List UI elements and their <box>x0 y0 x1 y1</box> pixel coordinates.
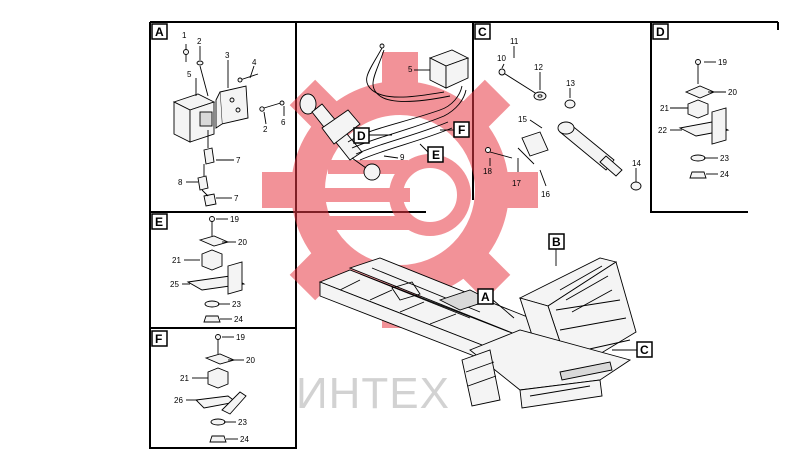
section-label-e: E <box>155 215 163 229</box>
svg-text:21: 21 <box>172 256 181 265</box>
panel-e: E 19 20 21 25 23 24 <box>151 213 247 324</box>
svg-text:24: 24 <box>240 435 249 444</box>
svg-text:19: 19 <box>236 333 245 342</box>
callout-c: C <box>640 343 649 357</box>
svg-text:3: 3 <box>225 51 230 60</box>
svg-text:13: 13 <box>566 79 575 88</box>
panel-a: A 1 2 3 4 5 <box>151 23 286 207</box>
section-label-a: A <box>155 25 164 39</box>
svg-text:16: 16 <box>541 190 550 199</box>
svg-text:11: 11 <box>510 37 519 46</box>
svg-text:24: 24 <box>720 170 729 179</box>
svg-text:19: 19 <box>230 215 239 224</box>
section-label-c: C <box>478 25 487 39</box>
svg-text:24: 24 <box>234 315 243 324</box>
panel-b-hoses: 5 9 D F E <box>299 43 470 181</box>
svg-text:22: 22 <box>658 126 667 135</box>
svg-text:9: 9 <box>400 153 405 162</box>
section-label-d: D <box>656 25 665 39</box>
svg-text:21: 21 <box>660 104 669 113</box>
svg-text:15: 15 <box>518 115 527 124</box>
svg-text:12: 12 <box>534 63 543 72</box>
svg-text:2: 2 <box>197 37 202 46</box>
svg-text:14: 14 <box>632 159 641 168</box>
svg-text:19: 19 <box>718 58 727 67</box>
panel-f: F 19 20 21 26 23 24 <box>151 330 255 444</box>
svg-text:20: 20 <box>728 88 737 97</box>
svg-text:5: 5 <box>408 65 413 74</box>
callout-e: E <box>432 148 440 162</box>
svg-text:7: 7 <box>234 194 239 203</box>
overview-machine: A B C <box>318 233 653 409</box>
callout-d: D <box>357 129 366 143</box>
svg-text:20: 20 <box>246 356 255 365</box>
callout-f: F <box>458 123 465 137</box>
svg-text:23: 23 <box>232 300 241 309</box>
svg-text:2: 2 <box>263 125 268 134</box>
svg-text:23: 23 <box>238 418 247 427</box>
svg-text:18: 18 <box>483 167 492 176</box>
svg-text:10: 10 <box>497 54 506 63</box>
section-label-f: F <box>155 332 162 346</box>
callout-a: A <box>481 290 490 304</box>
svg-text:4: 4 <box>252 58 257 67</box>
svg-text:1: 1 <box>182 31 187 40</box>
svg-text:8: 8 <box>178 178 183 187</box>
svg-text:17: 17 <box>512 179 521 188</box>
panel-d: D 19 20 21 22 23 24 <box>652 23 737 179</box>
watermark-text: ИНТЕХ <box>296 369 450 418</box>
svg-text:5: 5 <box>187 70 192 79</box>
svg-text:25: 25 <box>170 280 179 289</box>
svg-text:21: 21 <box>180 374 189 383</box>
svg-text:20: 20 <box>238 238 247 247</box>
panel-c: C 11 10 12 13 15 14 18 17 <box>474 23 642 199</box>
svg-text:26: 26 <box>174 396 183 405</box>
svg-text:7: 7 <box>236 156 241 165</box>
svg-text:23: 23 <box>720 154 729 163</box>
callout-b: B <box>552 235 561 249</box>
svg-text:6: 6 <box>281 118 286 127</box>
